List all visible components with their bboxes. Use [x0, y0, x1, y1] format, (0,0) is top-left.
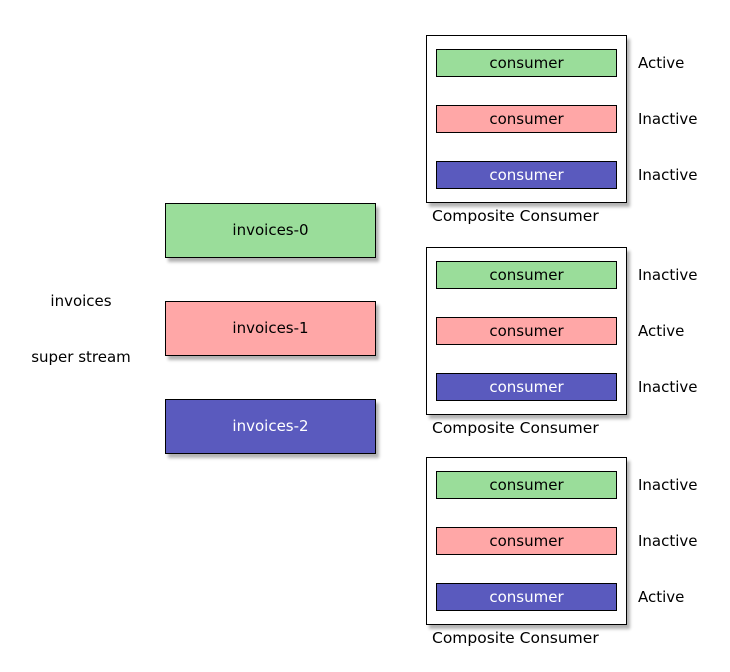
consumer-status-label: Active — [638, 588, 685, 606]
consumer-status-label: Inactive — [638, 110, 698, 128]
partition-box-invoices-0: invoices-0 — [165, 203, 376, 258]
consumer-box: consumer — [436, 161, 617, 189]
consumer-status-label: Active — [638, 322, 685, 340]
composite-consumer-caption: Composite Consumer — [432, 419, 599, 437]
consumer-box: consumer — [436, 49, 617, 77]
consumer-box: consumer — [436, 105, 617, 133]
consumer-status-label: Inactive — [638, 476, 698, 494]
consumer-status-label: Inactive — [638, 378, 698, 396]
consumer-status-label: Active — [638, 54, 685, 72]
consumer-status-label: Inactive — [638, 532, 698, 550]
consumer-box: consumer — [436, 317, 617, 345]
partition-box-invoices-2: invoices-2 — [165, 399, 376, 454]
composite-consumer-group-1: consumer consumer consumer Inactive Acti… — [426, 247, 730, 452]
super-stream-type-label: super stream — [31, 348, 131, 366]
consumer-box: consumer — [436, 373, 617, 401]
composite-consumer-caption: Composite Consumer — [432, 629, 599, 647]
composite-consumer-group-0: consumer consumer consumer Active Inacti… — [426, 35, 730, 240]
consumer-box: consumer — [436, 261, 617, 289]
composite-consumer-group-2: consumer consumer consumer Inactive Inac… — [426, 457, 730, 662]
consumer-box: consumer — [436, 583, 617, 611]
consumer-status-label: Inactive — [638, 166, 698, 184]
consumer-box: consumer — [436, 527, 617, 555]
super-stream-name-label: invoices — [50, 292, 112, 310]
partition-box-invoices-1: invoices-1 — [165, 301, 376, 356]
consumer-box: consumer — [436, 471, 617, 499]
consumer-status-label: Inactive — [638, 266, 698, 284]
composite-consumer-caption: Composite Consumer — [432, 207, 599, 225]
